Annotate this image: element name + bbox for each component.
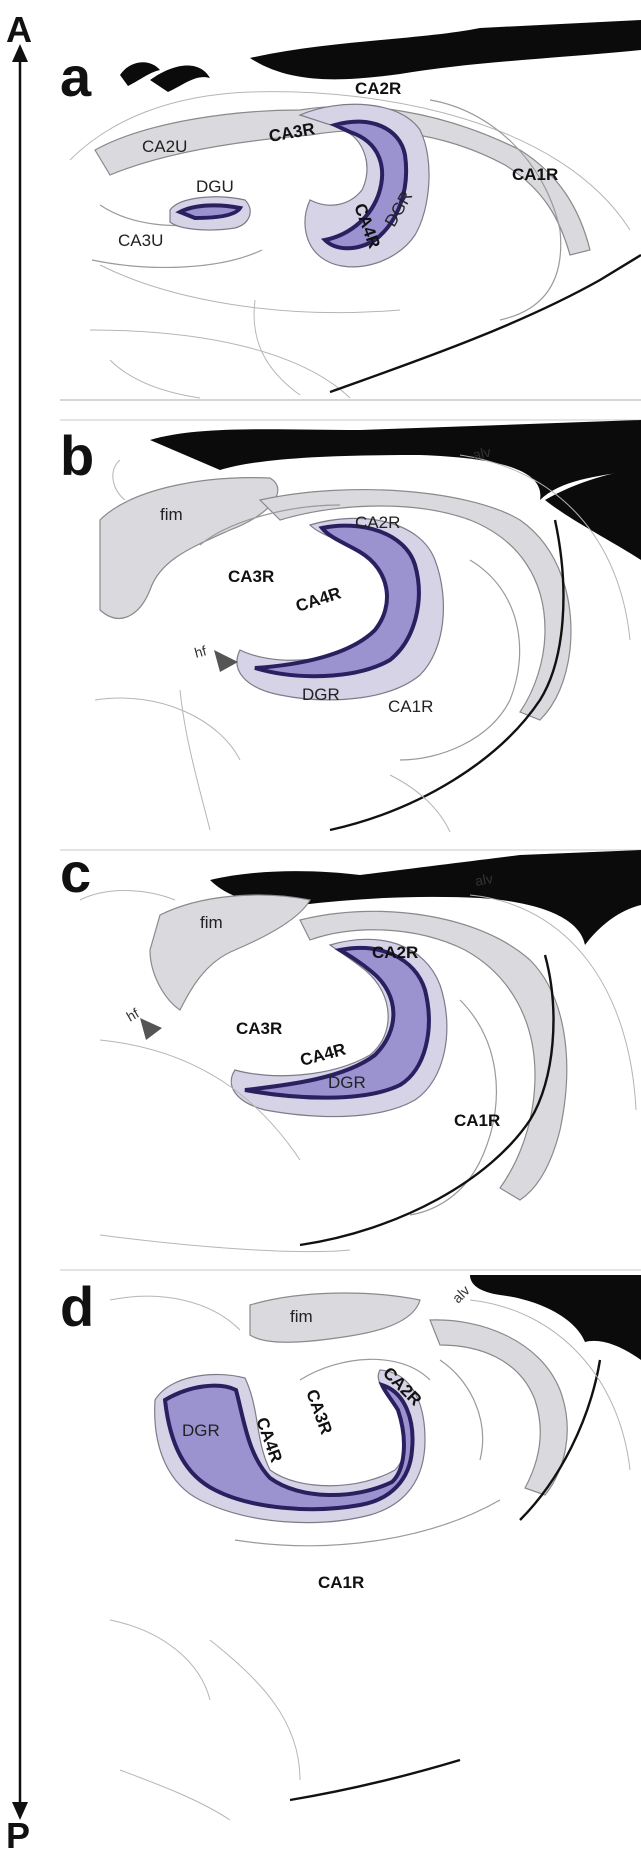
panel-c-label-ca4r: CA4R bbox=[298, 1040, 348, 1070]
panel-a-label-ca2u: CA2U bbox=[142, 137, 187, 156]
panel-a-label-ca3u: CA3U bbox=[118, 231, 163, 250]
panel-d-label-fim: fim bbox=[290, 1307, 313, 1326]
panel-a-contour-5 bbox=[110, 360, 200, 398]
panel-c-hf-arrow-icon bbox=[140, 1018, 162, 1040]
panel-d: d fim alv CA2R CA3R DGR CA4R CA1R bbox=[60, 1270, 641, 1820]
panel-c-label-dgr: DGR bbox=[328, 1073, 366, 1092]
panel-b-label-ca3r: CA3R bbox=[228, 567, 274, 586]
panel-d-cornu-ammonis-band bbox=[430, 1320, 567, 1495]
panel-d-contour-2 bbox=[210, 1640, 300, 1780]
panel-b-label-dgr: DGR bbox=[302, 685, 340, 704]
panel-b-fimbria bbox=[100, 478, 278, 619]
panel-a-label-ca2r: CA2R bbox=[355, 79, 401, 98]
panel-b: b alv fim CA2R CA3R CA4R hf DGR CA1R bbox=[60, 420, 641, 832]
panel-d-label-dgr: DGR bbox=[182, 1421, 220, 1440]
panel-d-ca2-boundary bbox=[440, 1360, 483, 1460]
panel-c-label-ca1r: CA1R bbox=[454, 1111, 500, 1130]
panel-a-contour-2 bbox=[100, 265, 400, 313]
panel-d-contour-3 bbox=[110, 1620, 210, 1700]
panel-a: a CA2U CA2R CA3R CA1R DGU CA4R DGR CA3U bbox=[60, 20, 641, 400]
panel-d-label-alv: alv bbox=[449, 1282, 473, 1306]
panel-c-label-ca3r: CA3R bbox=[236, 1019, 282, 1038]
panel-c-fimbria bbox=[150, 895, 310, 1010]
panel-c-label-fim: fim bbox=[200, 913, 223, 932]
panel-a-label-dgu: DGU bbox=[196, 177, 234, 196]
panel-a-contour-4 bbox=[254, 300, 300, 395]
panel-d-label-ca1r: CA1R bbox=[318, 1573, 364, 1592]
panel-d-contour-4 bbox=[120, 1770, 230, 1820]
panel-a-label-ca1r: CA1R bbox=[512, 165, 558, 184]
panel-b-label: b bbox=[60, 424, 94, 487]
panel-d-label-ca3r: CA3R bbox=[302, 1387, 336, 1437]
axis-label-anterior: A bbox=[6, 9, 32, 50]
panel-d-ca3-contour bbox=[300, 1359, 430, 1380]
axis-label-posterior: P bbox=[6, 1815, 30, 1852]
panel-b-contour-4 bbox=[390, 775, 450, 832]
panel-a-ventricle-large bbox=[250, 20, 641, 79]
panel-c-contour-1 bbox=[80, 891, 175, 900]
panel-b-hf-arrow-icon bbox=[214, 650, 238, 672]
panel-c-label: c bbox=[60, 841, 91, 904]
panel-a-outer-black-line bbox=[330, 255, 641, 392]
panel-b-label-ca1r: CA1R bbox=[388, 697, 433, 716]
panel-c-label-alv: alv bbox=[474, 870, 494, 889]
panel-a-lower-band-2 bbox=[92, 250, 262, 267]
anterior-posterior-axis: A P bbox=[6, 9, 32, 1852]
panel-d-label: d bbox=[60, 1275, 94, 1338]
panel-d-fimbria bbox=[250, 1293, 420, 1342]
panel-b-contour-1 bbox=[113, 460, 125, 500]
panel-b-label-hf: hf bbox=[193, 642, 209, 661]
panel-b-label-ca2r: CA2R bbox=[355, 513, 400, 532]
panel-c: c alv fim CA2R hf CA3R CA4R DGR CA1R bbox=[60, 841, 641, 1252]
panel-b-label-fim: fim bbox=[160, 505, 183, 524]
panel-c-label-hf: hf bbox=[124, 1005, 142, 1025]
panel-a-contour-3 bbox=[90, 330, 350, 398]
panel-c-label-ca2r: CA2R bbox=[372, 943, 418, 962]
panel-b-label-ca4r: CA4R bbox=[293, 583, 343, 615]
panel-a-label: a bbox=[60, 45, 92, 108]
panel-d-contour-1 bbox=[110, 1296, 240, 1330]
panel-d-bottom-black-line bbox=[290, 1760, 460, 1800]
panel-b-contour-2 bbox=[95, 698, 240, 760]
